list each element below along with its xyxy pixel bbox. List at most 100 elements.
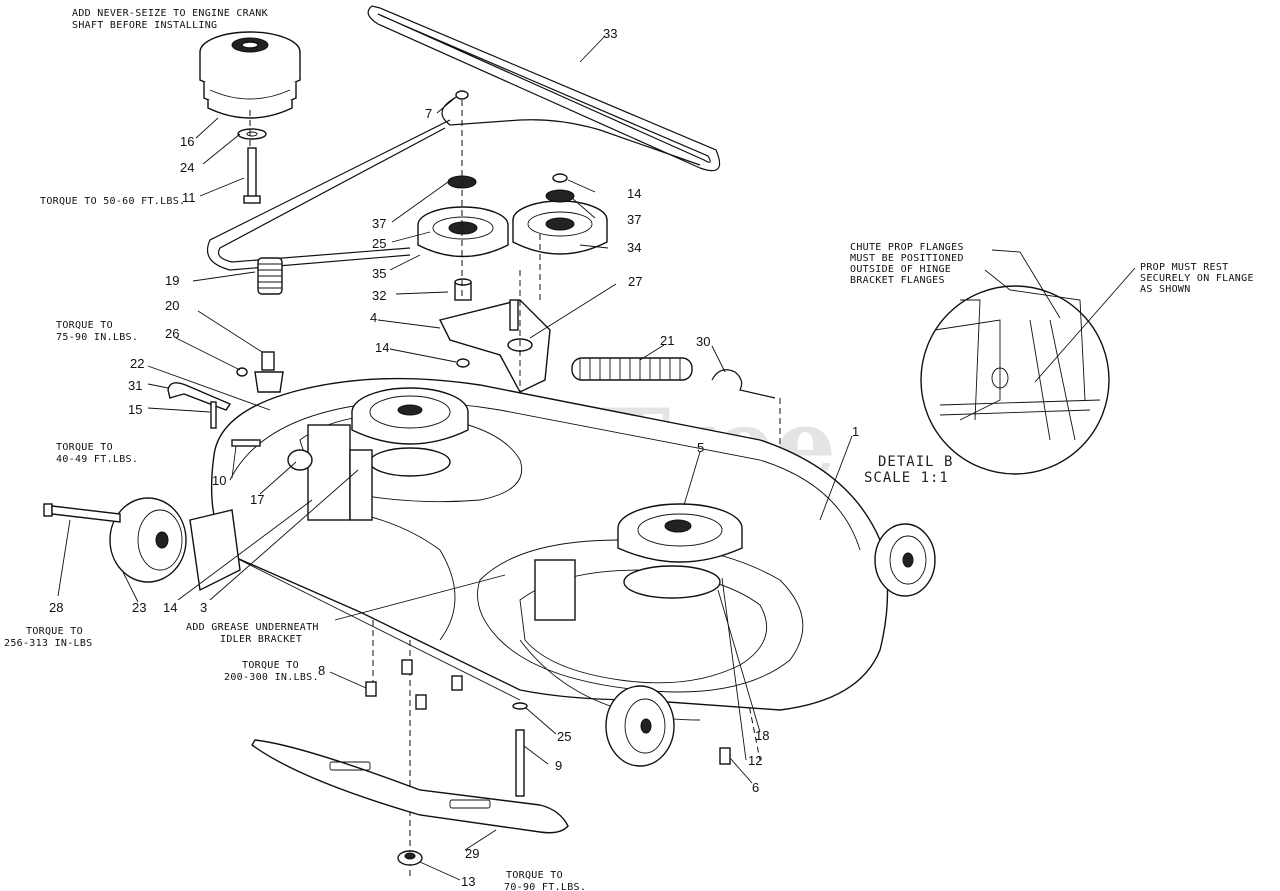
callout-11: 11: [182, 190, 196, 205]
leader-chute: [991, 249, 1061, 319]
callout-31: 31: [128, 378, 142, 393]
idler-spring-21: [571, 357, 693, 381]
hairpin-30: [711, 369, 776, 399]
callout-4: 4: [370, 310, 377, 325]
wheel-front-right: [874, 523, 936, 597]
spacer-32: [454, 278, 472, 301]
spring-19: [257, 257, 283, 295]
callout-35: 35: [372, 266, 386, 281]
instruction-notes: ADD NEVER-SEIZE TO ENGINE CRANK SHAFT BE…: [4, 8, 1254, 891]
note-prop-line3: AS SHOWN: [1140, 284, 1191, 295]
callout-25-top: 25: [372, 236, 386, 251]
note-torque-26-line1: TORQUE TO: [56, 320, 113, 331]
note-torque-10-line1: TORQUE TO: [56, 442, 113, 453]
nut-14-top: [552, 173, 568, 183]
callout-12: 12: [748, 753, 762, 768]
spindle-pulley-right: [617, 503, 743, 599]
mower-blade-29: [251, 739, 569, 834]
callout-21: 21: [660, 333, 674, 348]
note-torque-10-line2: 40-49 FT.LBS.: [56, 454, 138, 465]
wheel-rear: [605, 685, 675, 767]
callout-19: 19: [165, 273, 179, 288]
axle-bolt-28: [43, 503, 121, 523]
note-chute-line1: CHUTE PROP FLANGES: [850, 242, 964, 253]
note-chute-line2: MUST BE POSITIONED: [850, 253, 964, 264]
wheel-bracket: [189, 509, 241, 592]
clutch-bolt-11: [243, 147, 261, 204]
callout-8: 8: [318, 663, 325, 678]
bolt-7: [455, 90, 469, 100]
note-chute-line4: BRACKET FLANGES: [850, 275, 945, 286]
spindle-pulley-left: [351, 387, 469, 477]
note-chute-line3: OUTSIDE OF HINGE: [850, 264, 951, 275]
washer-24: [237, 128, 267, 140]
note-torque-13-line1: TORQUE TO: [506, 870, 563, 881]
callout-5: 5: [697, 440, 704, 455]
callout-1: 1: [852, 424, 859, 439]
callout-23: 23: [132, 600, 146, 615]
washer-25: [512, 702, 528, 710]
pivot-20: [254, 351, 284, 393]
idler-bracket-4: [438, 299, 551, 393]
callout-33: 33: [603, 26, 617, 41]
callout-14-mid: 14: [375, 340, 389, 355]
note-torque-11: TORQUE TO 50-60 FT.LBS.: [40, 196, 185, 207]
callout-27: 27: [628, 274, 642, 289]
note-grease-line1: ADD GREASE UNDERNEATH: [186, 622, 319, 633]
callout-17: 17: [250, 492, 264, 507]
pin-15: [210, 401, 217, 429]
callout-9: 9: [555, 758, 562, 773]
callout-37-right: 37: [627, 212, 641, 227]
bearing-37-right: [545, 189, 575, 203]
callout-26: 26: [165, 326, 179, 341]
electric-pto-clutch: [199, 31, 301, 119]
callout-13: 13: [461, 874, 475, 889]
bushing-17: [287, 449, 313, 471]
callout-34: 34: [627, 240, 641, 255]
leader-prop: [1034, 267, 1136, 383]
washer-24-hole: [246, 131, 258, 137]
callout-3: 3: [200, 600, 207, 615]
idler-bracket-3: [307, 424, 576, 621]
note-grease-line2: IDLER BRACKET: [220, 634, 302, 645]
note-torque-8-line2: 200-300 IN.LBS.: [224, 672, 319, 683]
note-torque-26-line2: 75-90 IN.LBS.: [56, 332, 138, 343]
note-torque-13-line2: 70-90 FT.LBS.: [504, 882, 586, 891]
callout-25-bottom: 25: [557, 729, 571, 744]
callout-20: 20: [165, 298, 179, 313]
callout-37-left: 37: [372, 216, 386, 231]
callout-29: 29: [465, 846, 479, 861]
bolt-6: [719, 747, 731, 765]
callout-14-top: 14: [627, 186, 641, 201]
callout-22: 22: [130, 356, 144, 371]
detail-b-scale: SCALE 1:1: [864, 470, 949, 486]
note-torque-28-line2: 256-313 IN-LBS: [4, 638, 93, 649]
nut-14-middle: [456, 358, 470, 368]
detail-b-label: DETAIL B: [878, 454, 953, 470]
idler-pulley-flat: [417, 206, 509, 258]
note-prop-line2: SECURELY ON FLANGE: [1140, 273, 1254, 284]
callout-10: 10: [212, 473, 226, 488]
callout-24: 24: [180, 160, 194, 175]
rod-31: [167, 382, 232, 411]
wheel-23: [109, 497, 187, 583]
bolt-10: [231, 439, 261, 447]
spindle-bolt-9: [515, 729, 525, 797]
callout-28: 28: [49, 600, 63, 615]
callout-leaders: [57, 35, 853, 881]
callout-15: 15: [128, 402, 142, 417]
note-never-seize-line2: SHAFT BEFORE INSTALLING: [72, 20, 217, 31]
callout-numbers: 33 7 16 24 11 14 37 25 34 35 32 27 19 20…: [49, 26, 859, 889]
detail-b-view: [920, 269, 1110, 475]
callout-6: 6: [752, 780, 759, 795]
callout-32: 32: [372, 288, 386, 303]
callout-18: 18: [755, 728, 769, 743]
note-never-seize-line1: ADD NEVER-SEIZE TO ENGINE CRANK: [72, 8, 268, 19]
callout-30: 30: [696, 334, 710, 349]
callout-16: 16: [180, 134, 194, 149]
note-torque-28-line1: TORQUE TO: [26, 626, 83, 637]
callout-14-bottom: 14: [163, 600, 177, 615]
blade-nut-13-hole: [404, 852, 416, 860]
note-torque-8-line1: TORQUE TO: [242, 660, 299, 671]
